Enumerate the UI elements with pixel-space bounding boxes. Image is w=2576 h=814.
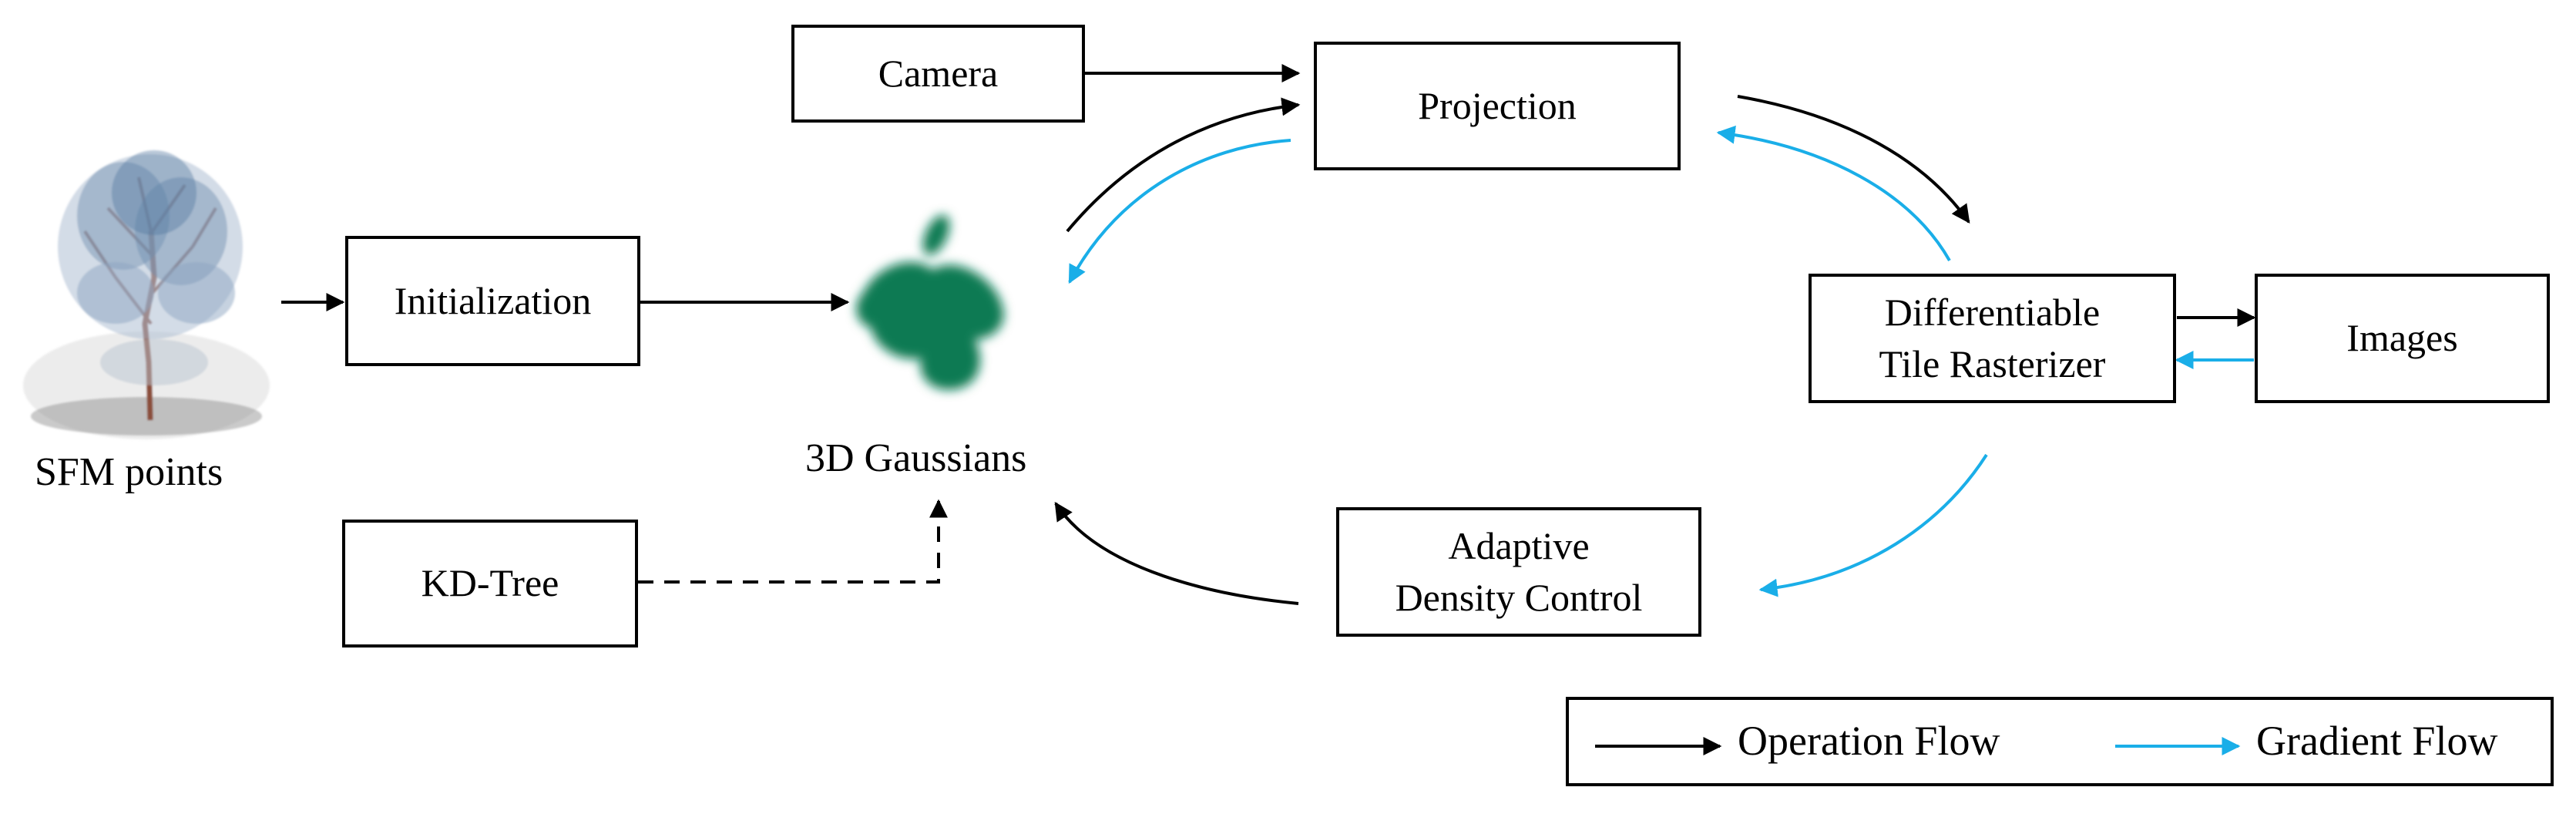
kdtree-dashed-arrow <box>638 499 948 584</box>
adc-box: Adaptive Density Control <box>1336 507 1701 637</box>
gaussian-blob-icon <box>856 214 1004 390</box>
sfm-points-label: SFM points <box>35 450 223 494</box>
gradient-flow-arrows <box>1068 125 2254 597</box>
images-label: Images <box>2346 316 2458 360</box>
gradient-rasterizer-to-projection <box>1716 125 1951 261</box>
camera-box: Camera <box>791 25 1085 123</box>
gaussians-label: 3D Gaussians <box>805 436 1027 480</box>
gradient-rasterizer-to-adc <box>1758 453 1988 597</box>
rasterizer-label-line2: Tile Rasterizer <box>1879 342 2106 385</box>
legend-operation-label: Operation Flow <box>1738 718 2000 764</box>
initialization-box: Initialization <box>345 236 640 366</box>
camera-label: Camera <box>878 51 999 95</box>
projection-label: Projection <box>1418 83 1577 127</box>
initialization-label: Initialization <box>394 278 592 322</box>
operation-flow-arrows <box>281 64 2256 605</box>
kdtree-box: KD-Tree <box>342 520 638 648</box>
images-box: Images <box>2255 274 2550 403</box>
point-cloud-tree-icon <box>23 150 270 439</box>
arrow-adc-to-gaussians <box>1054 501 1299 605</box>
arrow-projection-to-rasterizer <box>1737 95 1970 224</box>
legend-box <box>1566 697 2554 786</box>
arrow-gaussians-to-projection <box>1066 97 1301 233</box>
projection-box: Projection <box>1314 42 1681 170</box>
legend-gradient-label: Gradient Flow <box>2256 718 2498 764</box>
kdtree-label: KD-Tree <box>421 561 559 605</box>
adc-label-line2: Density Control <box>1395 576 1643 619</box>
gradient-projection-to-gaussians <box>1068 139 1291 284</box>
adc-label-line1: Adaptive <box>1448 523 1590 567</box>
rasterizer-box: Differentiable Tile Rasterizer <box>1809 274 2176 403</box>
rasterizer-label-line1: Differentiable <box>1884 290 2101 334</box>
